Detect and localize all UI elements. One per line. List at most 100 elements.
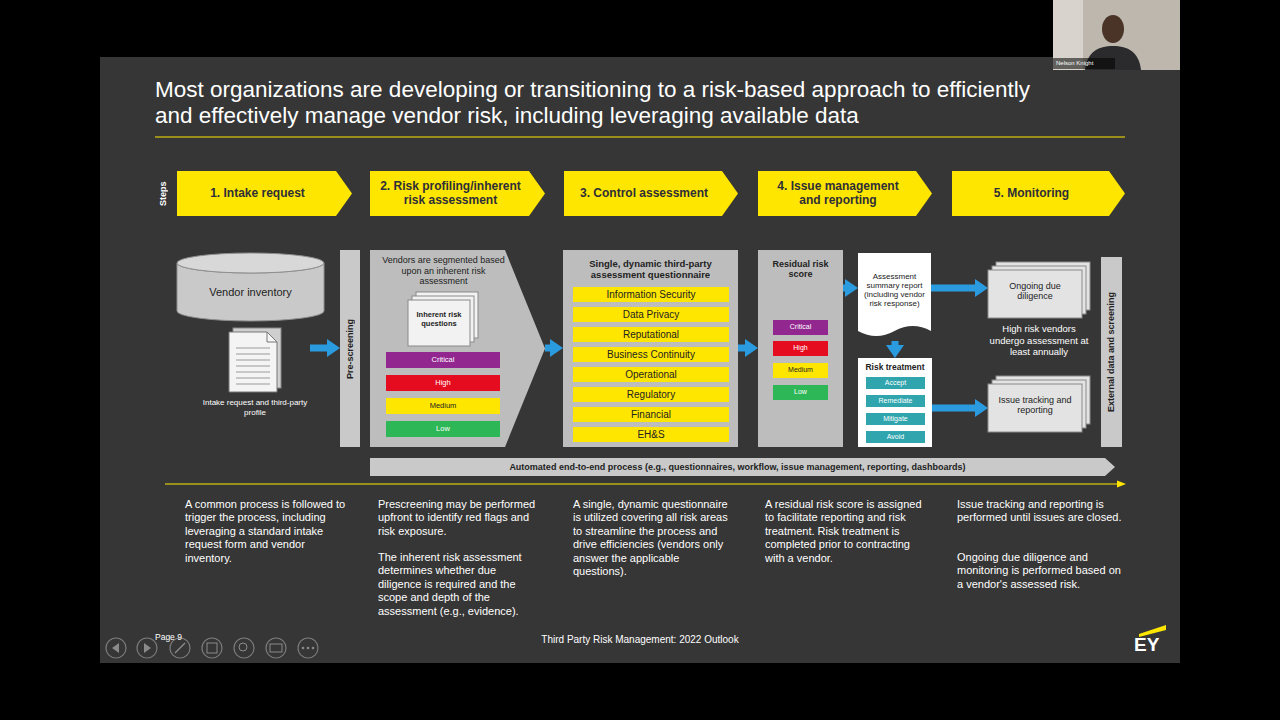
slide-nav-controls bbox=[106, 638, 318, 658]
risk-area-bar: Information Security bbox=[573, 287, 729, 302]
nav-button bbox=[137, 638, 157, 658]
node-text: Mitigate bbox=[866, 413, 925, 425]
page-line bbox=[236, 353, 270, 354]
node-text: Assessment summary report (including ven… bbox=[862, 259, 927, 321]
step-description: The inherent risk assessment determines … bbox=[378, 551, 540, 618]
node-text: Financial bbox=[573, 407, 729, 422]
page-line bbox=[236, 365, 270, 366]
risk-tier-bar: High bbox=[386, 375, 500, 391]
step-chevron: 1. Intake request bbox=[177, 171, 352, 216]
nav-button bbox=[266, 638, 286, 658]
risk-area-bar: Reputational bbox=[573, 327, 729, 342]
node-text: Remediate bbox=[866, 395, 925, 407]
nav-next-icon bbox=[144, 643, 151, 653]
webcam-name: Nelson Knight bbox=[1056, 60, 1116, 67]
page-number: Page 9 bbox=[155, 632, 215, 642]
webcam-feed bbox=[1053, 0, 1180, 70]
risk-tier-bar: Medium bbox=[386, 398, 500, 414]
process-band: Automated end-to-end process (e.g., ques… bbox=[370, 458, 1115, 476]
step-description: Issue tracking and reporting is performe… bbox=[957, 498, 1123, 525]
chevron-shape bbox=[177, 171, 352, 216]
webcam-frame bbox=[1053, 0, 1180, 70]
node-text: Operational bbox=[573, 367, 729, 382]
node-text: Accept bbox=[866, 377, 925, 389]
treatment-option: Mitigate bbox=[866, 413, 925, 425]
node-text: High bbox=[773, 341, 828, 356]
node-text: Pre-screening bbox=[340, 250, 360, 447]
flow-arrow bbox=[843, 285, 845, 292]
brand-logo: EY bbox=[1134, 633, 1174, 656]
node-text: Business Continuity bbox=[573, 347, 729, 362]
vertical-band: External data and screening bbox=[1101, 257, 1122, 447]
database-cylinder: Vendor inventory bbox=[177, 253, 324, 321]
report-shape bbox=[858, 253, 931, 336]
step-chevron: 4. Issue management and reporting bbox=[758, 171, 932, 216]
nav-button bbox=[234, 638, 254, 658]
vertical-band: Pre-screening bbox=[340, 250, 360, 447]
node-text: External data and screening bbox=[1101, 257, 1122, 447]
page-line bbox=[236, 347, 270, 348]
step-chevron: 5. Monitoring bbox=[952, 171, 1125, 216]
node-text: Single, dynamic third-party assessment q… bbox=[573, 254, 728, 286]
flow-arrow bbox=[738, 345, 745, 352]
stack-page bbox=[408, 300, 470, 346]
flow-arrow bbox=[931, 285, 975, 292]
footer-text: Third Party Risk Management: 2022 Outloo… bbox=[440, 634, 840, 646]
node-text: 4. Issue management and reporting bbox=[766, 171, 910, 216]
node-text: Risk treatment bbox=[858, 360, 932, 376]
step-description: Ongoing due diligence and monitoring is … bbox=[957, 551, 1123, 591]
node-text: 5. Monitoring bbox=[960, 171, 1103, 216]
slide-panel bbox=[100, 57, 1180, 663]
node-text: Automated end-to-end process (e.g., ques… bbox=[374, 458, 1101, 476]
node-text: Critical bbox=[773, 320, 828, 335]
timeline-rule bbox=[165, 483, 1118, 484]
risk-tier-bar: Critical bbox=[773, 320, 828, 335]
flow-arrow bbox=[545, 345, 550, 352]
monitoring-note: High risk vendors undergo assessment at … bbox=[984, 323, 1094, 358]
title-rule bbox=[155, 136, 1125, 137]
step-chevron: 3. Control assessment bbox=[564, 171, 738, 216]
questionnaire-panel: Single, dynamic third-party assessment q… bbox=[563, 250, 738, 447]
stack-page bbox=[988, 270, 1082, 318]
node-text: Ongoing due diligence bbox=[994, 272, 1076, 310]
node-text: High bbox=[386, 375, 500, 391]
risk-tier-bar: High bbox=[773, 341, 828, 356]
node-text: Vendors are segmented based upon an inhe… bbox=[382, 254, 505, 288]
page-line bbox=[236, 377, 270, 378]
node-text: Issue tracking and reporting bbox=[994, 386, 1076, 424]
cylinder-top bbox=[177, 253, 324, 273]
step-description: Prescreening may be performed upfront to… bbox=[378, 498, 540, 538]
nav-button bbox=[106, 638, 126, 658]
risk-area-bar: EH&S bbox=[573, 427, 729, 442]
flow-arrow bbox=[932, 405, 975, 412]
flow-arrow bbox=[310, 345, 327, 352]
nav-subtitle-icon bbox=[270, 644, 282, 652]
step-description: A residual risk score is assigned to fac… bbox=[765, 498, 927, 565]
risk-area-bar: Regulatory bbox=[573, 387, 729, 402]
page-front bbox=[229, 332, 277, 392]
node-text: 1. Intake request bbox=[185, 171, 330, 216]
node-text: EH&S bbox=[573, 427, 729, 442]
page-line bbox=[236, 359, 270, 360]
risk-tier-bar: Medium bbox=[773, 363, 828, 378]
step-description: A common process is followed to trigger … bbox=[185, 498, 347, 565]
node-text: Medium bbox=[386, 398, 500, 414]
segment-panel: Vendors are segmented based upon an inhe… bbox=[370, 250, 545, 447]
document-stack: Inherent risk questions bbox=[408, 292, 478, 346]
chevron-shape bbox=[564, 171, 738, 216]
node-text: Reputational bbox=[573, 327, 729, 342]
page-line bbox=[236, 371, 270, 372]
slide-title: Most organizations are developing or tra… bbox=[155, 77, 1055, 129]
timeline-arrowhead bbox=[1117, 481, 1126, 488]
node-text: Low bbox=[386, 421, 500, 437]
step-description: A single, dynamic questionnaire is utili… bbox=[573, 498, 735, 578]
node-text: Medium bbox=[773, 363, 828, 378]
chevron-shape bbox=[952, 171, 1125, 216]
document-stack: Issue tracking and reporting bbox=[988, 376, 1090, 432]
document-icon: Intake request and third-party profile bbox=[200, 328, 310, 420]
treatment-option: Accept bbox=[866, 377, 925, 389]
